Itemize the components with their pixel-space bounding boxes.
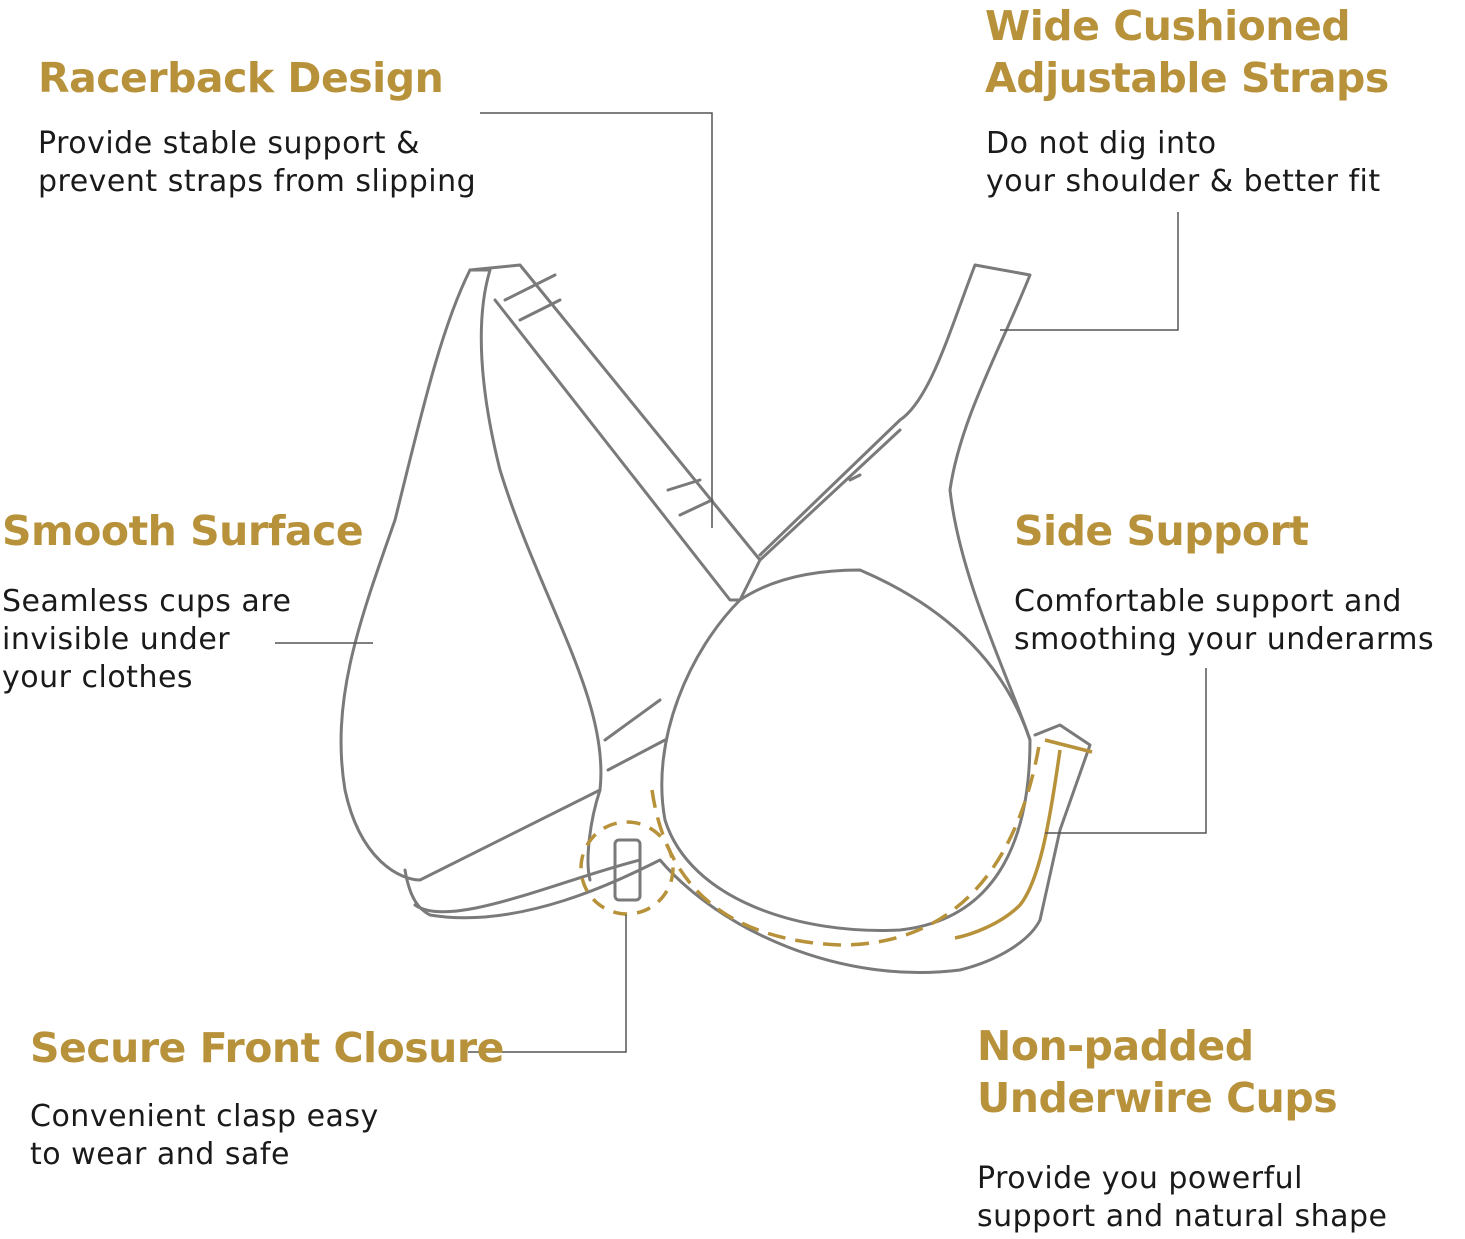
title-line: Adjustable Straps — [985, 54, 1389, 102]
desc-line: your clothes — [2, 660, 194, 695]
title-line: Underwire Cups — [977, 1074, 1338, 1122]
desc-line: Provide stable support & — [38, 126, 420, 161]
feature-desc-racerback: Provide stable support & prevent straps … — [38, 125, 476, 201]
desc-line: Provide you powerful — [977, 1161, 1304, 1196]
desc-line: invisible under — [2, 622, 231, 657]
feature-desc-smooth: Seamless cups are invisible under your c… — [2, 583, 291, 697]
title-line: Non-padded — [977, 1022, 1254, 1070]
callout-lines — [275, 112, 1207, 1053]
racerback-strap — [468, 263, 762, 602]
feature-desc-side-support: Comfortable support and smoothing your u… — [1014, 583, 1434, 659]
wide-strap — [758, 263, 1032, 742]
feature-title-smooth: Smooth Surface — [2, 507, 364, 555]
side-support-highlight — [954, 738, 1093, 940]
feature-title-closure: Secure Front Closure — [30, 1024, 504, 1072]
straps-callout-line — [1000, 212, 1179, 331]
desc-line: Comfortable support and — [1014, 584, 1402, 619]
desc-line: support and natural shape — [977, 1199, 1388, 1234]
feature-desc-straps: Do not dig into your shoulder & better f… — [986, 125, 1381, 201]
desc-line: to wear and safe — [30, 1137, 290, 1172]
desc-line: Seamless cups are — [2, 584, 292, 619]
band — [403, 723, 1092, 974]
left-cup — [339, 268, 603, 882]
desc-line: your shoulder & better fit — [986, 164, 1381, 199]
feature-title-straps: Wide Cushioned Adjustable Straps — [985, 0, 1389, 104]
title-line: Wide Cushioned — [985, 2, 1351, 50]
feature-title-racerback: Racerback Design — [38, 54, 444, 102]
feature-title-side-support: Side Support — [1014, 507, 1309, 555]
desc-line: prevent straps from slipping — [38, 164, 477, 199]
feature-desc-closure: Convenient clasp easy to wear and safe — [30, 1098, 379, 1174]
desc-line: Convenient clasp easy — [30, 1099, 379, 1134]
right-cup — [660, 568, 1032, 932]
closure-callout-line — [468, 915, 627, 1053]
feature-desc-underwire: Provide you powerful support and natural… — [977, 1160, 1387, 1236]
racerback-callout-line — [480, 112, 713, 528]
desc-line: smoothing your underarms — [1014, 622, 1435, 657]
desc-line: Do not dig into — [986, 126, 1217, 161]
underwire-dashed — [650, 739, 1042, 947]
clasp-highlight — [579, 820, 675, 916]
clasp — [613, 838, 642, 902]
feature-title-underwire: Non-padded Underwire Cups — [977, 1020, 1338, 1124]
side-support-callout-line — [1045, 668, 1207, 834]
